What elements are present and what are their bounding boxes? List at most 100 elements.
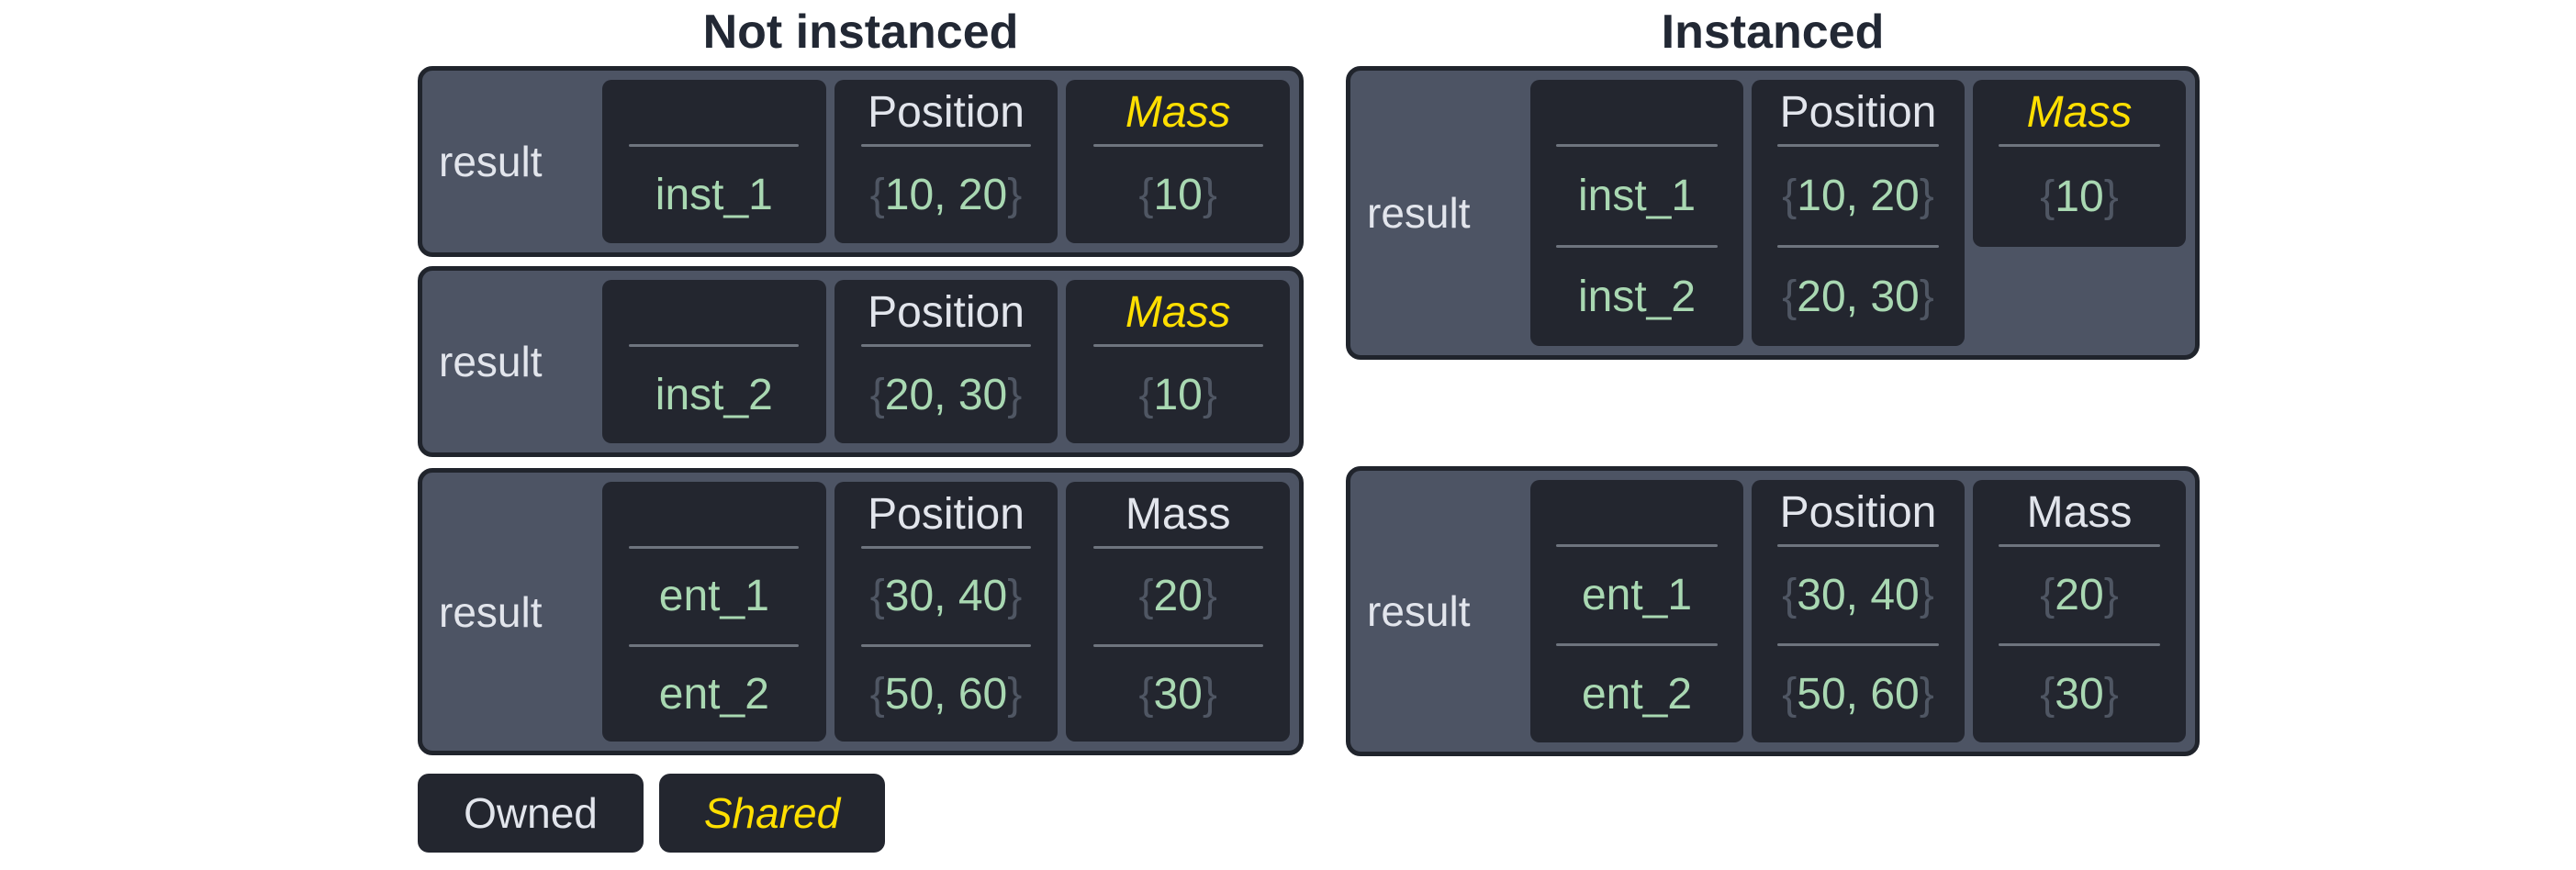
entity-name: ent_1 <box>1581 571 1693 619</box>
value-brace: { <box>1138 669 1154 719</box>
component-column-position: Position {10, 20} {20, 30} <box>1752 80 1965 346</box>
value-body: 10, 20 <box>1797 172 1920 220</box>
column-header: Mass <box>1125 87 1231 137</box>
value-body: 30 <box>2055 670 2104 719</box>
value-body: 20, 30 <box>1797 273 1920 321</box>
row-divider <box>1998 544 2161 547</box>
row-divider <box>860 144 1032 147</box>
column-header-empty <box>602 482 826 546</box>
value-brace: } <box>1007 669 1023 719</box>
value-brace: { <box>1138 371 1154 419</box>
result-table: result ent_1 ent_2 Position {30, 40} {50… <box>1346 466 2200 756</box>
value-body: 10 <box>1153 171 1203 219</box>
legend: Owned Shared <box>418 774 885 853</box>
columns: ent_1 ent_2 Position {30, 40} {50, 60} M… <box>1530 480 2186 742</box>
value-brace: { <box>1782 670 1798 719</box>
value-body: 10, 20 <box>884 171 1008 219</box>
value-brace: } <box>2103 173 2119 221</box>
row-divider <box>860 643 1032 647</box>
row-divider <box>1998 643 2161 646</box>
value-brace: } <box>1202 669 1217 719</box>
columns: inst_1 Position {10, 20} Mass {10} <box>602 80 1291 243</box>
component-column-mass: Mass {20} {30} <box>1973 480 2186 742</box>
value-brace: } <box>1202 171 1217 219</box>
column-header: Mass <box>1125 489 1231 539</box>
legend-owned-chip: Owned <box>418 774 644 853</box>
row-divider <box>1555 245 1719 248</box>
value-brace: } <box>1202 572 1217 621</box>
value-brace: } <box>1007 171 1023 219</box>
legend-shared-label: Shared <box>703 789 841 837</box>
row-divider <box>1092 546 1263 549</box>
column-header: Position <box>868 87 1025 137</box>
value-body: 30, 40 <box>1797 571 1920 619</box>
value-body: 20, 30 <box>884 371 1008 419</box>
value-brace: } <box>1007 371 1023 419</box>
value-body: 20 <box>1153 572 1203 621</box>
entity-column: inst_1 <box>602 80 826 243</box>
value-brace: { <box>1782 273 1798 321</box>
result-label: result <box>439 138 543 185</box>
component-value: {20} <box>1973 547 2186 643</box>
column-header-empty <box>602 80 826 144</box>
entity-column: ent_1 ent_2 <box>1530 480 1743 742</box>
column-header: Position <box>868 287 1025 337</box>
value-body: 30 <box>1153 669 1203 719</box>
row-divider <box>1776 643 1940 646</box>
value-brace: { <box>869 669 885 719</box>
column-header: Mass <box>2026 487 2133 537</box>
column-header: Position <box>1779 487 1937 537</box>
row-divider <box>1555 544 1719 547</box>
entity-name: ent_2 <box>658 669 769 719</box>
component-value: {10} <box>1066 147 1290 243</box>
result-label: result <box>439 338 543 385</box>
row-divider <box>1555 643 1719 646</box>
value-body: 50, 60 <box>884 669 1008 719</box>
value-brace: } <box>1007 572 1023 621</box>
row-divider <box>629 643 800 647</box>
row-divider <box>1092 144 1263 147</box>
section-title-not-instanced: Not instanced <box>702 6 1019 59</box>
component-value: {10} <box>1066 347 1290 443</box>
value-body: 20 <box>2055 571 2104 619</box>
column-header: Mass <box>1125 287 1231 337</box>
component-column-mass: Mass {20} {30} <box>1066 482 1291 742</box>
columns: inst_2 Position {20, 30} Mass {10} <box>602 280 1291 443</box>
component-value: {20, 30} <box>1752 248 1965 346</box>
row-divider <box>629 144 800 147</box>
entity-name: inst_1 <box>1577 172 1697 220</box>
row-divider <box>860 344 1032 347</box>
component-column-position: Position {30, 40} {50, 60} <box>834 482 1058 742</box>
result-label: result <box>1367 189 1471 237</box>
component-column-position: Position {10, 20} <box>834 80 1058 243</box>
value-brace: } <box>1919 571 1934 619</box>
value-brace: { <box>2040 173 2055 221</box>
row-divider <box>860 546 1032 549</box>
columns: inst_1 inst_2 Position {10, 20} {20, 30}… <box>1530 80 2186 346</box>
component-column-position: Position {20, 30} <box>834 280 1058 443</box>
entity-column: inst_1 inst_2 <box>1530 80 1743 346</box>
row-divider <box>1998 144 2161 147</box>
result-table: result inst_2 Position {20, 30} Mass {10… <box>418 266 1304 457</box>
component-value: {30} <box>1973 646 2186 742</box>
value-brace: { <box>1138 171 1154 219</box>
component-value: {30} <box>1066 647 1290 742</box>
result-table: result inst_1 inst_2 Position {10, 20} {… <box>1346 66 2200 360</box>
component-value: {10, 20} <box>834 147 1058 243</box>
component-column-mass: Mass {10} <box>1066 280 1291 443</box>
value-brace: { <box>1782 571 1798 619</box>
value-brace: { <box>869 371 885 419</box>
component-value: {30, 40} <box>834 549 1058 644</box>
entity-name: inst_2 <box>1577 273 1697 321</box>
row-divider <box>1092 643 1263 647</box>
column-header-empty <box>1530 480 1743 544</box>
value-brace: { <box>2040 571 2055 619</box>
column-header: Position <box>868 489 1025 539</box>
component-value: {30, 40} <box>1752 547 1965 643</box>
value-brace: } <box>2103 571 2119 619</box>
entity-name: ent_2 <box>1581 670 1693 719</box>
value-brace: } <box>1919 172 1934 220</box>
value-brace: { <box>869 171 885 219</box>
value-body: 30, 40 <box>884 572 1008 621</box>
